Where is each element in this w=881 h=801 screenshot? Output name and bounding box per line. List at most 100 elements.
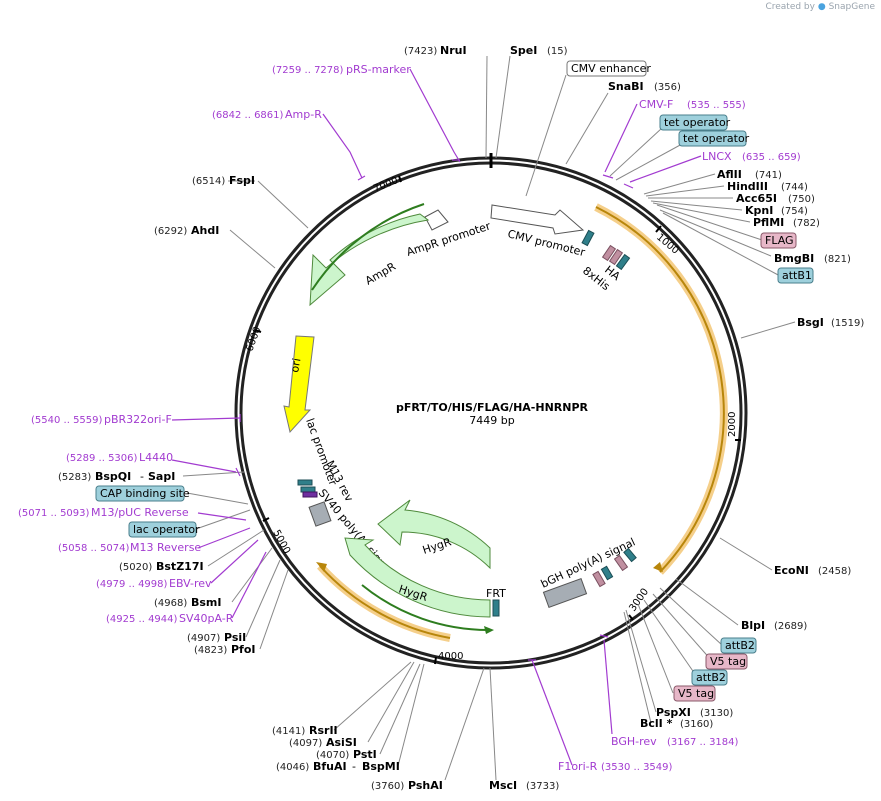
site-acc65i-name: Acc65I [736,192,777,205]
site-rsrii-pos: (4141) [272,726,305,737]
primer-prs-marker-pos: (7259 .. 7278) [272,65,344,76]
site-pfoi: (4823) PfoI [194,643,256,656]
hygr-line [361,584,491,632]
lac-operator-marker [300,486,316,493]
site-kpni-name: KpnI [745,204,773,217]
site-bsgi-pos: (1519) [831,318,864,329]
site-pflmi-name: PflMI [753,216,784,229]
cap-binding-callout: CAP binding site [95,485,190,502]
primer-cmv-f: CMV-F (535 .. 555) [639,98,746,111]
hygr-arrow-2 [344,537,491,618]
cmv-enhancer-text: CMV enhancer [571,62,651,75]
site-aflii-name: AflII [717,168,742,181]
site-asisi: (4097) AsiSI [289,736,357,749]
site-pspxi: PspXI (3130) [656,706,733,719]
plasmid-name: pFRT/TO/HIS/FLAG/HA-HNRNPR [396,401,589,414]
cmv-enhancer-callout: CMV enhancer [566,60,651,77]
site-fspi-name: FspI [229,174,255,187]
ampr-promoter-arrow [424,209,449,231]
site-bfuai: (4046) BfuAI - BspMI [276,760,400,773]
credit-brand: SnapGene [828,2,875,12]
site-spei: SpeI (15) [510,44,568,57]
primer-ebv-rev-name: EBV-rev [169,577,212,590]
hygr-orf-line [319,565,451,639]
site-bfuai-name: BfuAI [313,760,347,773]
site-ahdi-name: AhdI [191,224,219,237]
primer-lncx: LNCX (635 .. 659) [702,150,801,163]
primer-pbr322ori-f-pos: (5540 .. 5559) [31,415,103,426]
sv40-polya-box [308,501,332,527]
tick-6000-label: 6000 [244,325,263,353]
primer-m13-puc-reverse: (5071 .. 5093) M13/pUC Reverse [18,506,189,519]
site-bmgbi-pos: (821) [824,254,851,265]
tet-operator-text-1: tet operator [664,116,731,129]
site-ahdi: (6292) AhdI [154,224,219,237]
site-kpni: KpnI (754) [745,204,808,217]
primer-m13-puc-reverse-pos: (5071 .. 5093) [18,508,90,519]
site-acc65i: Acc65I (750) [736,192,815,205]
lac-operator-callout: lac operator [128,521,200,538]
site-bsmi-name: BsmI [191,596,222,609]
site-spei-name: SpeI [510,44,537,57]
v5tag-text-2: V5 tag [678,687,714,700]
primer-amp-r: (6842 .. 6861) Amp-R [212,108,322,121]
primer-sv40pa-r-pos: (4925 .. 4944) [106,614,178,625]
site-bcli-pos: (3160) [680,719,713,730]
site-pflmi-pos: (782) [793,218,820,229]
primer-prs-marker-name: pRS-marker [346,63,411,76]
site-snabi-name: SnaBI [608,80,644,93]
site-sapi-name: SapI [148,470,175,483]
site-aflii: AflII (741) [717,168,782,181]
frt-marker [492,599,500,617]
site-blpi-pos: (2689) [774,621,807,632]
tick-5000-label: 5000 [270,528,292,556]
site-bsmi: (4968) BsmI [154,596,222,609]
site-pfoi-pos: (4823) [194,645,227,656]
ampr-promoter-label: AmpR promoter [405,219,493,259]
site-psti-pos: (4070) [316,750,349,761]
primer-bgh-rev: BGH-rev (3167 .. 3184) [611,735,739,748]
site-msci-name: MscI [489,779,517,792]
primer-leaders [171,68,702,766]
site-blpi-name: BlpI [741,619,765,632]
site-psii-pos: (4907) [187,633,220,644]
site-aflii-pos: (741) [755,170,782,181]
cmv-promoter-arrow [490,204,585,235]
site-hindiii-pos: (744) [781,182,808,193]
cmv-promoter-label: CMV promoter [506,227,586,259]
site-bcli-name: BclI * [640,717,673,730]
site-pshai-pos: (3760) [371,781,404,792]
site-pflmi: PflMI (782) [753,216,820,229]
site-psti: (4070) PstI [316,748,377,761]
site-econi: EcoNI (2458) [774,564,851,577]
primer-cmv-f-pos: (535 .. 555) [687,100,746,111]
site-bfuai-sep: - [352,760,356,773]
site-bcli: BclI * (3160) [640,717,713,730]
site-spei-pos: (15) [547,46,568,57]
site-psii: (4907) PsiI [187,631,246,644]
site-bmgbi: BmgBI (821) [774,252,851,265]
tet-operator-callout-1: tet operator [659,114,731,131]
plasmid-length: 7449 bp [469,414,514,427]
his-tag-marker [601,244,617,262]
site-msci: MscI (3733) [489,779,559,792]
primer-m13-reverse-name: M13 Reverse [130,541,201,554]
primer-pbr322ori-f-name: pBR322ori-F [104,413,172,426]
primer-m13-puc-reverse-name: M13/pUC Reverse [91,506,189,519]
primer-sv40pa-r: (4925 .. 4944) SV40pA-R [106,612,234,625]
site-nrui: (7423) NruI [404,44,467,57]
site-bspqi: (5283) BspQI - SapI [58,470,175,483]
primer-cmv-f-name: CMV-F [639,98,673,111]
site-bstz17i-name: BstZ17I [156,560,204,573]
cap-binding-marker [297,479,313,486]
ori-arrow [283,335,315,434]
site-hindiii-name: HindIII [727,180,768,193]
primer-bgh-rev-pos: (3167 .. 3184) [667,737,739,748]
site-bsgi: BsgI (1519) [797,316,864,329]
site-bmgbi-name: BmgBI [774,252,814,265]
attb1-callout: attB1 [777,267,814,284]
ampr-line [311,203,425,291]
primer-l4440: (5289 .. 5306) L4440 [66,451,173,464]
